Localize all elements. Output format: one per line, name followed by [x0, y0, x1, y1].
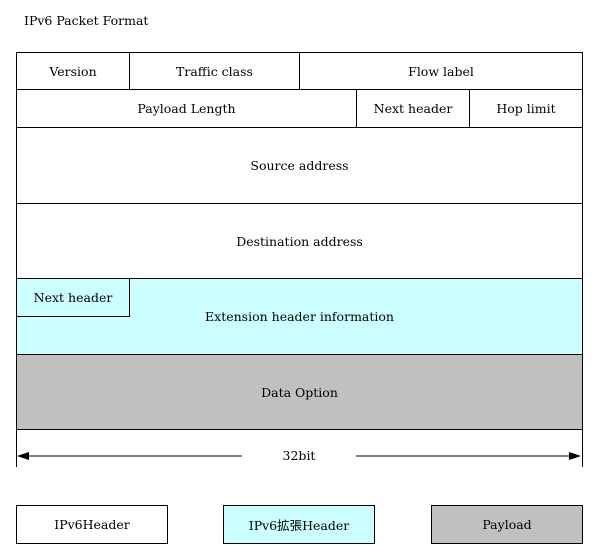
data-option-field: Data Option [16, 354, 583, 430]
source-address-label: Source address [250, 158, 349, 173]
flow-label-label: Flow label [408, 63, 474, 79]
legend-ipv6-header-label: IPv6Header [54, 517, 130, 532]
next-header-field: Next header [356, 89, 470, 128]
hop-limit-field: Hop limit [469, 89, 583, 128]
width-arrow-left-head [17, 452, 29, 460]
next-header-label: Next header [373, 101, 453, 116]
legend-payload: Payload [431, 505, 583, 544]
legend-ipv6-extension-header-label: IPv6拡張Header [248, 518, 350, 533]
width-left-tick [16, 429, 17, 467]
extension-next-header-field: Next header [16, 278, 130, 317]
version-label: Version [49, 63, 97, 79]
width-label: 32bit [282, 448, 316, 463]
traffic-class-label: Traffic class [176, 63, 253, 79]
legend-ipv6-header: IPv6Header [16, 505, 168, 544]
extension-header-info-label: Extension header information [205, 309, 394, 324]
hop-limit-label: Hop limit [496, 101, 556, 116]
width-arrow-right-head [569, 452, 581, 460]
data-option-label: Data Option [261, 384, 338, 400]
payload-length-label: Payload Length [137, 101, 236, 116]
payload-length-field: Payload Length [16, 89, 357, 128]
diagram-title: IPv6 Packet Format [24, 13, 149, 28]
destination-address-field: Destination address [16, 203, 583, 279]
source-address-field: Source address [16, 127, 583, 204]
extension-next-header-label: Next header [33, 290, 113, 305]
destination-address-label: Destination address [236, 233, 363, 249]
width-right-tick [582, 429, 583, 467]
legend-payload-label: Payload [482, 517, 532, 532]
legend-ipv6-extension-header: IPv6拡張Header [223, 505, 375, 544]
